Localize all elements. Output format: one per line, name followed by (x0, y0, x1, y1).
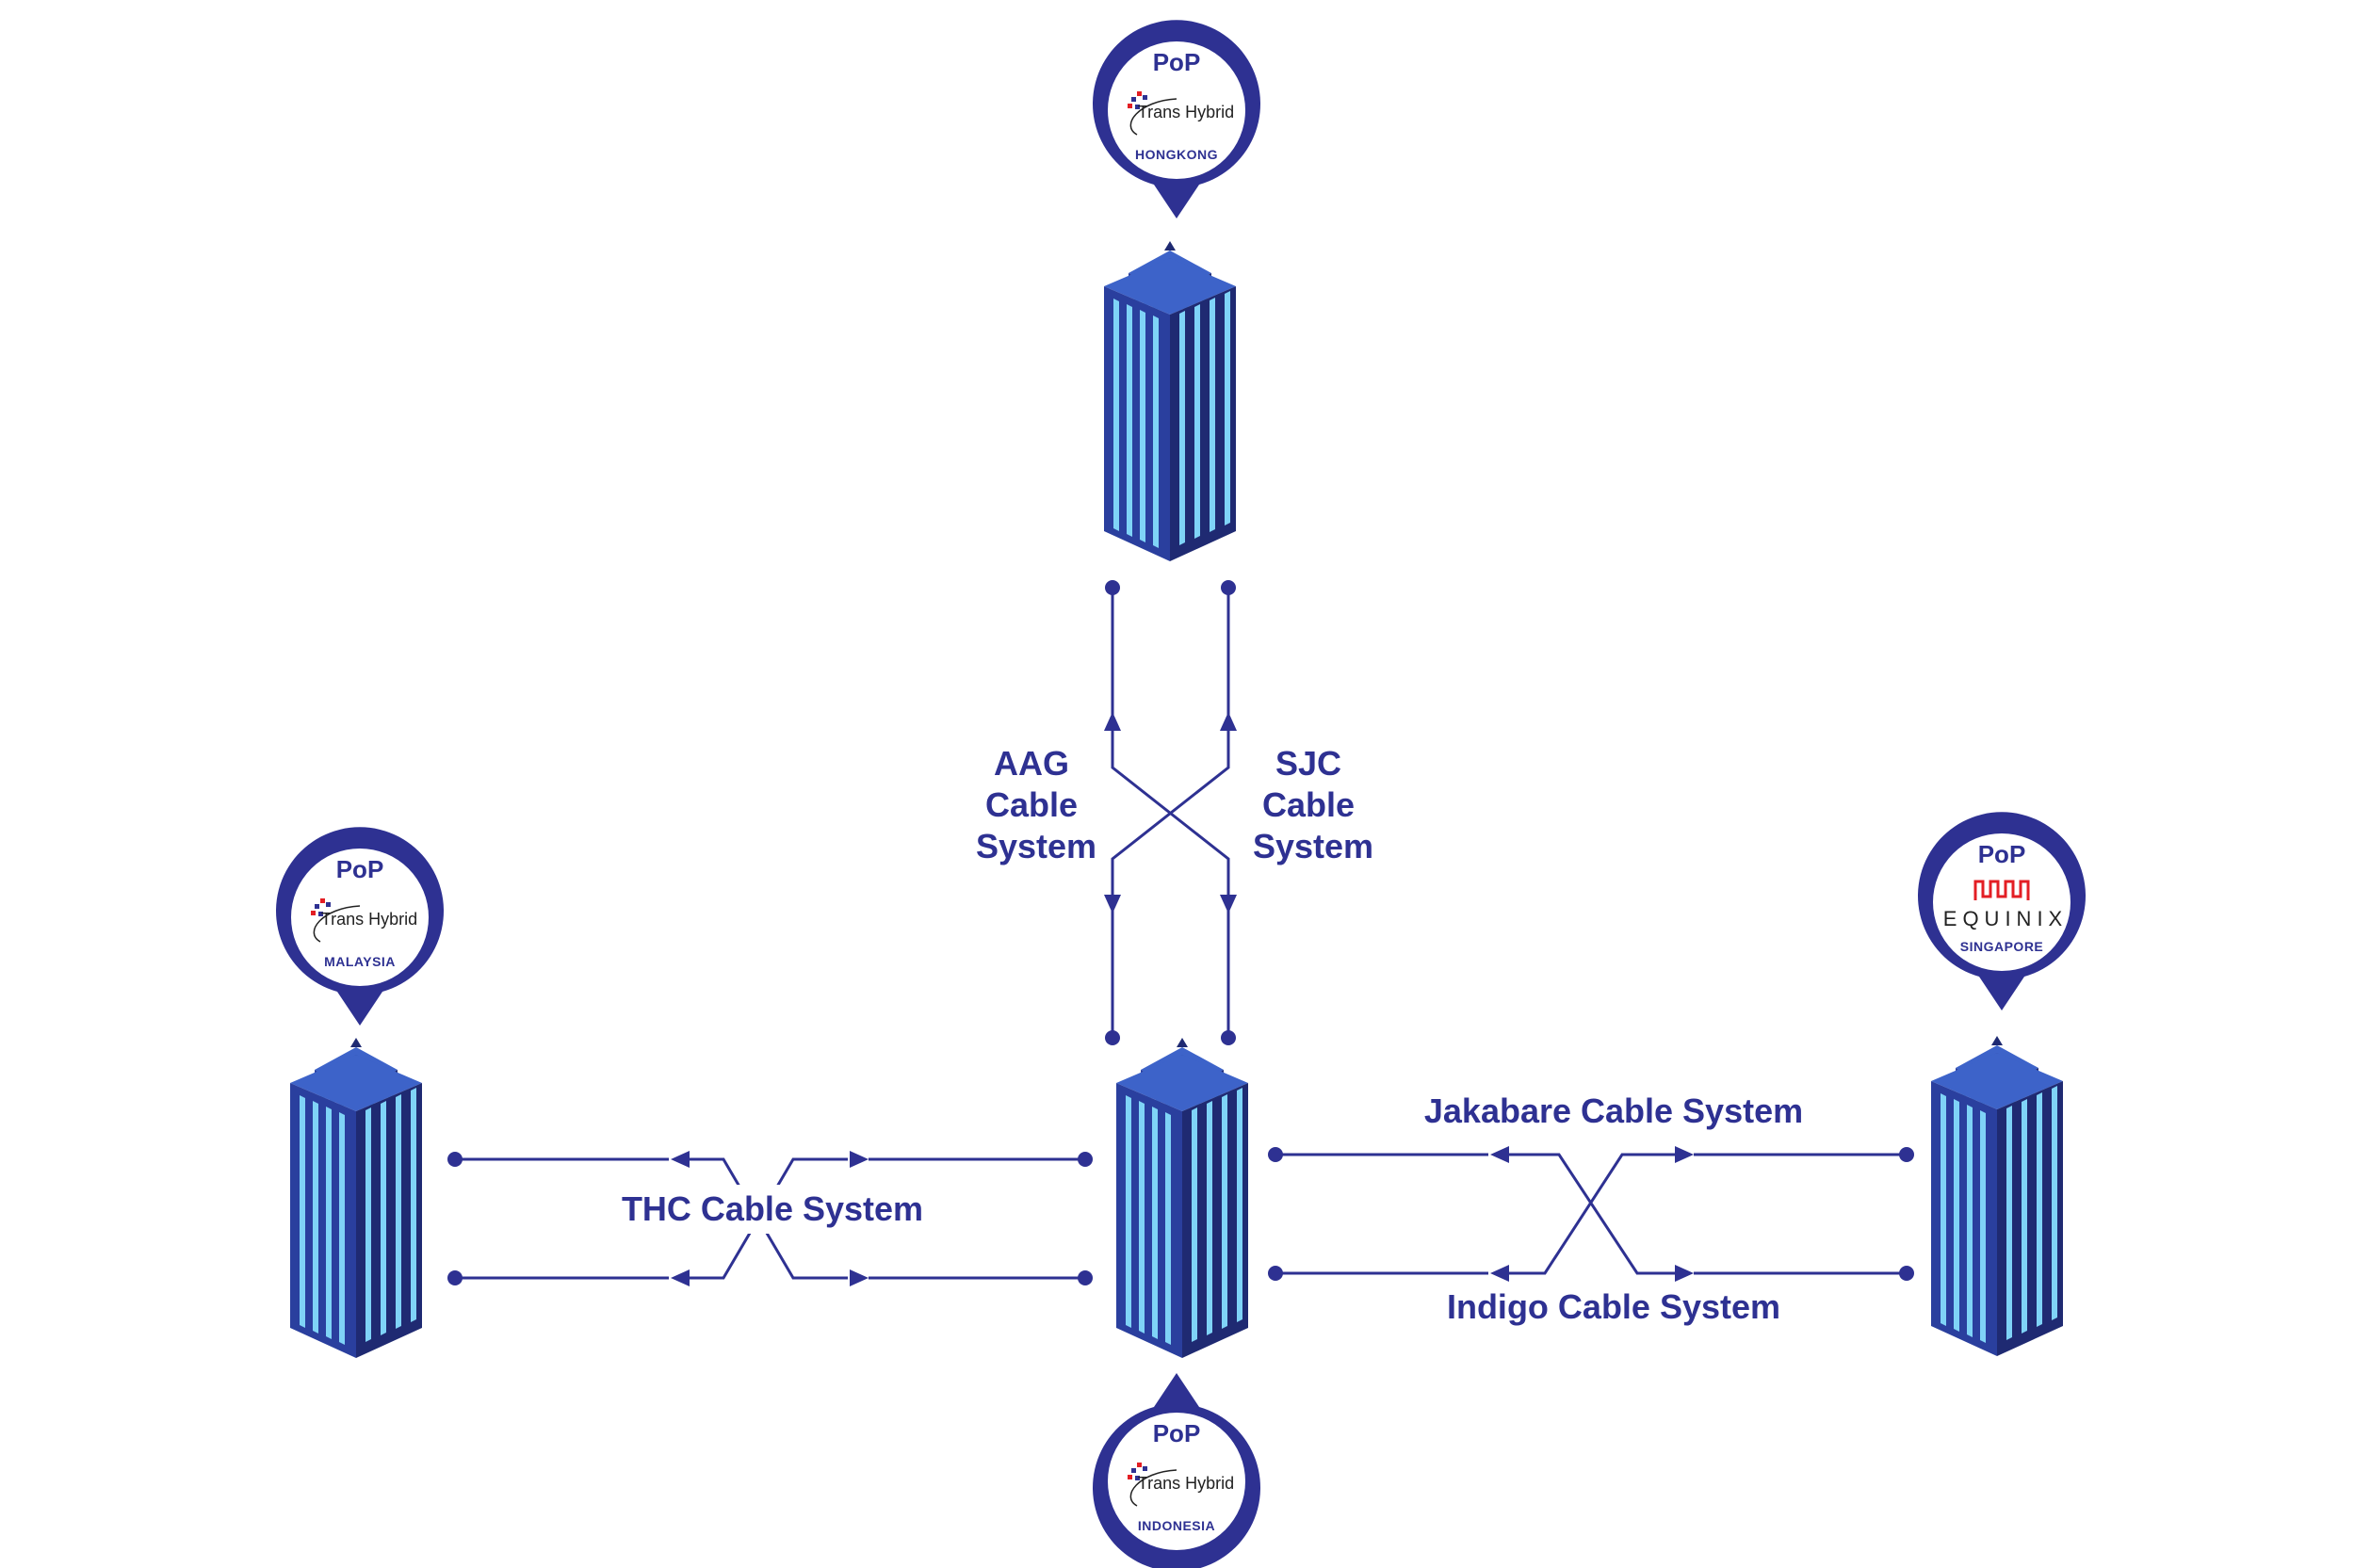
building-hongkong (1104, 241, 1236, 561)
arrow-right-icon (1675, 1265, 1694, 1282)
cable-label-thc: THC Cable System (622, 1189, 923, 1228)
arrow-left-icon (671, 1269, 690, 1286)
arrow-left-icon (671, 1151, 690, 1168)
pop-title: PoP (1978, 840, 2026, 868)
pop-title: PoP (1153, 1419, 1201, 1447)
pop-pin-hongkong: PoP Trans Hybrid HONGKONG (1093, 20, 1260, 219)
equinix-brand: EQUINIX (1943, 907, 2068, 930)
cable-label-indigo: Indigo Cable System (1447, 1287, 1780, 1326)
cable-label-jakabare: Jakabare Cable System (1424, 1091, 1803, 1130)
arrow-down-icon (1220, 895, 1237, 913)
trans-hybrid-logo-icon (311, 898, 361, 943)
arrow-up-icon (1220, 712, 1237, 731)
arrow-right-icon (850, 1269, 869, 1286)
trans-hybrid-brand: Trans Hybrid (1138, 1474, 1234, 1493)
cable-jakabare-indigo-link (1268, 1146, 1914, 1282)
pop-place: HONGKONG (1135, 147, 1218, 162)
building-malaysia (290, 1038, 422, 1358)
arrow-up-icon (1104, 712, 1121, 731)
pop-place: MALAYSIA (324, 954, 396, 969)
cable-aag-sjc-link (1104, 580, 1237, 1045)
equinix-logo-icon (1973, 880, 2030, 900)
arrow-left-icon (1490, 1265, 1509, 1282)
pop-place: SINGAPORE (1960, 939, 2044, 954)
pop-title: PoP (1153, 48, 1201, 76)
building-singapore (1931, 1036, 2063, 1356)
trans-hybrid-logo-icon (1128, 1463, 1177, 1507)
pop-place: INDONESIA (1138, 1518, 1215, 1533)
pop-pin-malaysia: PoP Trans Hybrid MALAYSIA (276, 827, 444, 1026)
arrow-right-icon (1675, 1146, 1694, 1163)
arrow-down-icon (1104, 895, 1121, 913)
trans-hybrid-logo-icon (1128, 91, 1177, 136)
trans-hybrid-brand: Trans Hybrid (321, 910, 417, 929)
arrow-left-icon (1490, 1146, 1509, 1163)
cable-label-sjc: SJC Cable System (1253, 744, 1373, 865)
arrow-right-icon (850, 1151, 869, 1168)
pop-title: PoP (336, 855, 384, 883)
pop-pin-singapore: PoP EQUINIX SINGAPORE (1918, 812, 2086, 1010)
building-indonesia (1116, 1038, 1248, 1358)
pop-pin-indonesia: PoP Trans Hybrid INDONESIA (1093, 1373, 1260, 1568)
trans-hybrid-brand: Trans Hybrid (1138, 103, 1234, 121)
cable-label-aag: AAG Cable System (976, 744, 1096, 865)
